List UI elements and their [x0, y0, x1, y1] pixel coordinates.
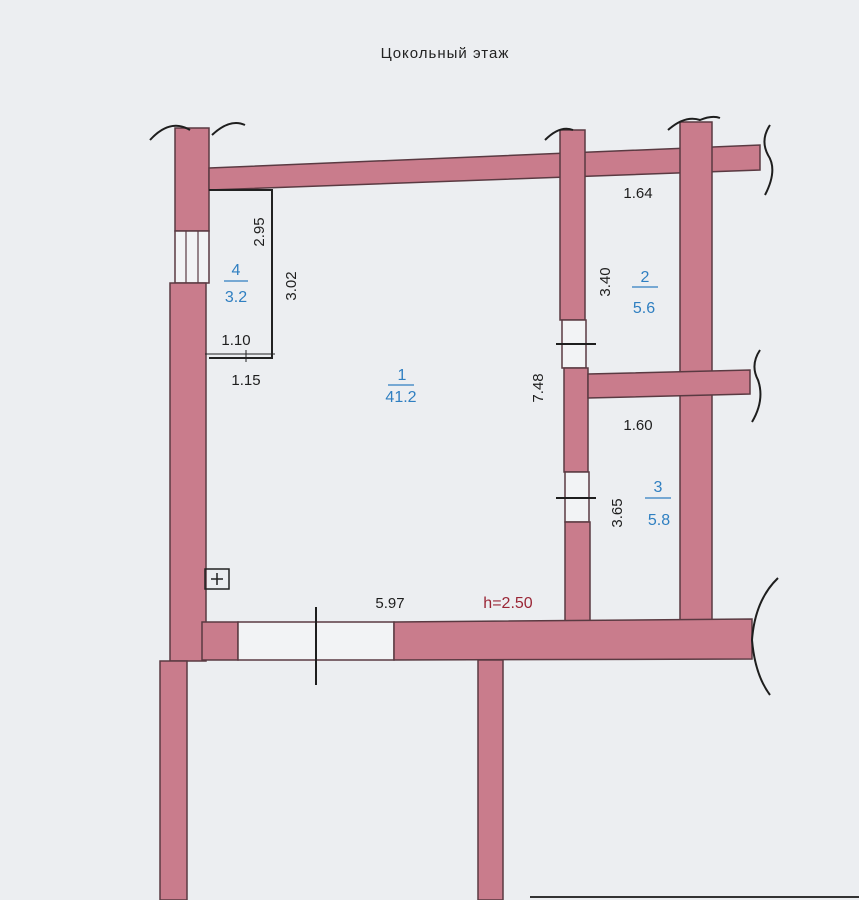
room-2-label: 2 5.6: [632, 269, 658, 317]
dim-room4-width-inner: 1.10: [221, 332, 250, 349]
dim-room4-width-outer: 1.15: [231, 372, 260, 389]
dim-room4-height-outer: 3.02: [283, 271, 300, 300]
wall-lower-partition: [477, 659, 504, 900]
break-top-left: [149, 122, 246, 141]
dim-room1-height: 7.48: [530, 373, 547, 402]
room-1-label: 1 41.2: [385, 367, 416, 406]
wall-left-bottom: [159, 660, 188, 900]
room-number-4: 4: [232, 262, 241, 279]
room-area-1: 41.2: [385, 389, 416, 406]
wall-middle-top: [559, 129, 586, 321]
break-top-right: [667, 115, 721, 131]
break-right-middle: [751, 349, 762, 423]
break-right-bottom: [750, 577, 779, 696]
wall-left-middle: [169, 282, 207, 662]
wall-bottom: [393, 618, 753, 661]
dim-room4-height-inner: 2.95: [251, 217, 268, 246]
dim-room3-width: 1.60: [623, 417, 652, 434]
room-3-label: 3 5.8: [645, 479, 671, 529]
wall-left-top: [174, 127, 210, 232]
dim-room1-width: 5.97: [375, 595, 404, 612]
electrical-panel-icon: [204, 568, 230, 590]
room-number-2: 2: [641, 269, 650, 286]
dim-room2-width: 1.64: [623, 185, 652, 202]
room-area-3: 5.8: [648, 512, 670, 529]
wall-room2-room3: [587, 369, 751, 399]
plan-title: Цокольный этаж: [381, 45, 510, 62]
dim-room2-height: 3.40: [597, 267, 614, 296]
walls: [159, 121, 761, 900]
wall-bottom-left: [201, 621, 239, 661]
room-area-4: 3.2: [225, 289, 247, 306]
break-right-top: [763, 124, 774, 196]
room-number-1: 1: [398, 367, 407, 384]
ceiling-height-label: h=2.50: [483, 595, 532, 612]
room-number-3: 3: [654, 479, 663, 496]
wall-middle-center: [563, 367, 589, 473]
break-top-middle: [544, 127, 574, 141]
dim-room3-height: 3.65: [609, 498, 626, 527]
room-4-label: 4 3.2: [224, 262, 248, 306]
window-left: [174, 230, 210, 284]
wall-middle-bottom: [564, 521, 591, 623]
room4-outline: [209, 189, 273, 359]
room-area-2: 5.6: [633, 300, 655, 317]
